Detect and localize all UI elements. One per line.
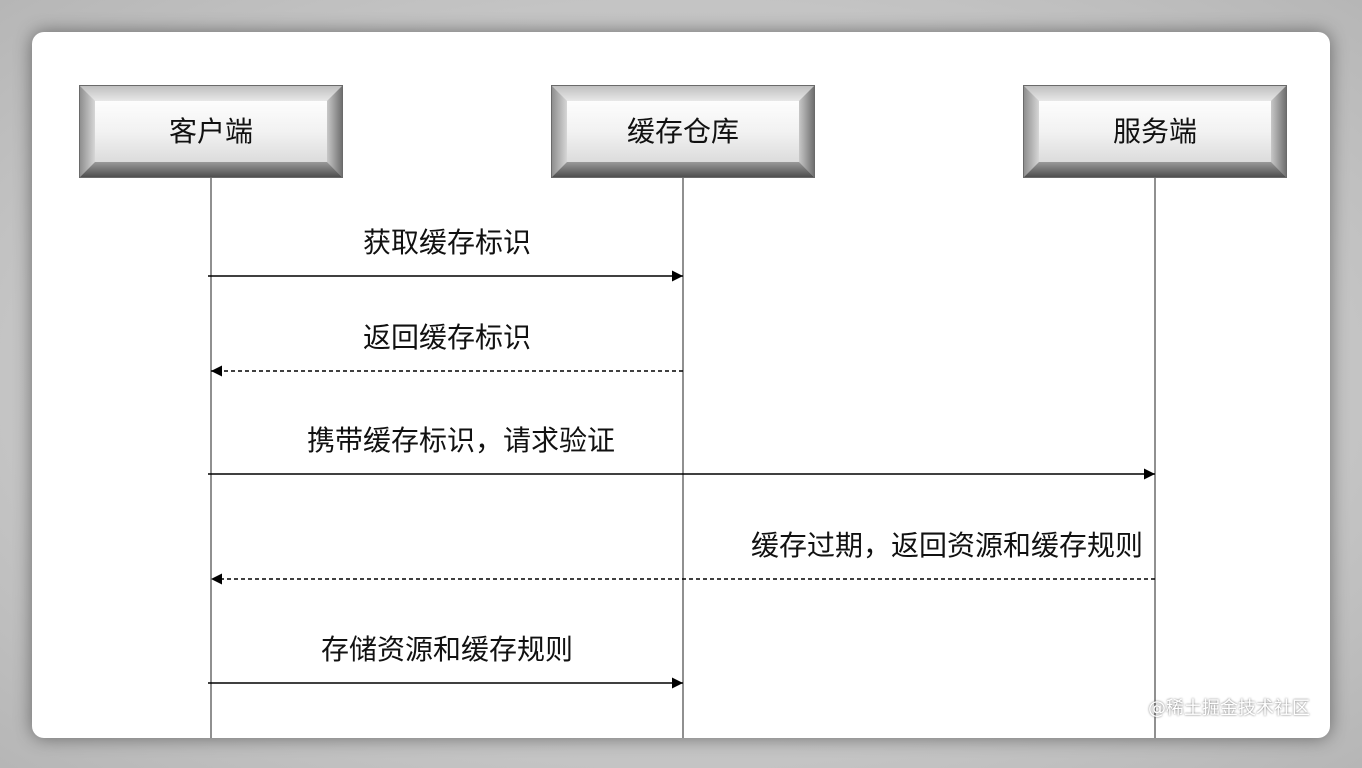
actor-label-server: 服务端 [1113,115,1197,148]
diagram-card: 客户端 缓存仓库 服务端 获取缓存标识返回缓存标识携带缓存标识，请求验证缓存过期，返… [32,32,1330,738]
message-label-3: 携带缓存标识，请求验证 [307,424,615,457]
message-label-4: 缓存过期，返回资源和缓存规则 [751,529,1143,562]
message-5: 存储资源和缓存规则 [208,633,683,689]
message-label-5: 存储资源和缓存规则 [321,633,573,666]
sequence-diagram: 客户端 缓存仓库 服务端 获取缓存标识返回缓存标识携带缓存标识，请求验证缓存过期，返… [79,85,1287,738]
message-label-2: 返回缓存标识 [363,321,531,354]
message-label-1: 获取缓存标识 [363,226,531,259]
message-2: 返回缓存标识 [211,321,683,377]
message-1: 获取缓存标识 [208,226,683,282]
actor-box-server: 服务端 [1023,85,1287,178]
watermark-text: @稀土掘金技术社区 [1148,698,1310,719]
message-3: 携带缓存标识，请求验证 [208,424,1155,480]
message-4: 缓存过期，返回资源和缓存规则 [211,529,1155,585]
actor-label-client: 客户端 [169,115,253,148]
actor-box-cache: 缓存仓库 [551,85,815,178]
actor-label-cache: 缓存仓库 [627,115,739,148]
actor-box-client: 客户端 [79,85,343,178]
